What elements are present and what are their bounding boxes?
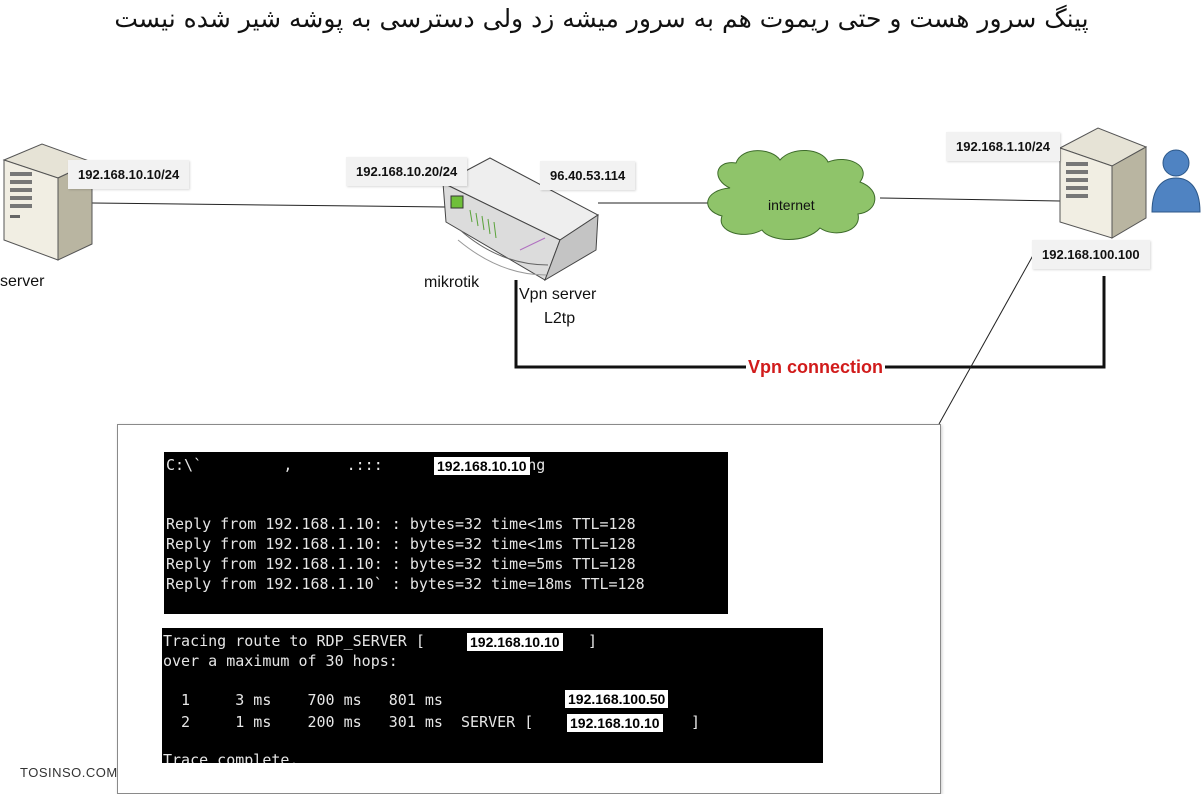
- ping-terminal: C:\` , .::: ::.>ping 192.168.10.10 Reply…: [164, 452, 728, 614]
- client-ip-label: 192.168.1.10/24: [946, 132, 1060, 161]
- ping-reply-4: Reply from 192.168.1.10` : bytes=32 time…: [166, 575, 645, 593]
- trace-hop-2: 2 1 ms 200 ms 301 ms SERVER [: [163, 713, 534, 731]
- trace-hop-1: 1 3 ms 700 ms 801 ms: [163, 691, 443, 709]
- link-internet-client: [879, 197, 1061, 202]
- client-pc-icon: [1058, 127, 1148, 239]
- page-title: پینگ سرور هست و حتی ریموت هم به سرور میش…: [114, 4, 1089, 33]
- cloud-icon: [707, 150, 876, 240]
- client-vpn-ip-label: 192.168.100.100: [1032, 240, 1150, 269]
- trace-footer: Trace complete.: [163, 751, 299, 763]
- terminal-screenshots-panel: C:\` , .::: ::.>ping 192.168.10.10 Reply…: [117, 424, 941, 794]
- tracert-terminal: Tracing route to RDP_SERVER [ 192.168.10…: [162, 628, 823, 763]
- ping-reply-1: Reply from 192.168.1.10: : bytes=32 time…: [166, 515, 636, 533]
- mikrotik-label: mikrotik: [424, 274, 480, 291]
- vpn-tunnel-line: [514, 276, 1106, 369]
- router-icon: [441, 157, 599, 282]
- callout-line: [938, 249, 1037, 425]
- ping-reply-2: Reply from 192.168.1.10: : bytes=32 time…: [166, 535, 636, 553]
- vpn-connection-label: Vpn connection: [746, 357, 885, 378]
- trace-hop-2-ip: 192.168.10.10: [567, 714, 663, 732]
- mikrotik-lan-ip-label: 192.168.10.20/24: [346, 157, 468, 186]
- ping-reply-3: Reply from 192.168.1.10: : bytes=32 time…: [166, 555, 636, 573]
- trace-line-1-end: ]: [588, 632, 598, 650]
- server-ip-label: 192.168.10.10/24: [68, 160, 190, 189]
- internet-label: internet: [768, 197, 815, 213]
- trace-hop-1-ip: 192.168.100.50: [565, 690, 669, 708]
- trace-target-ip: 192.168.10.10: [467, 633, 563, 651]
- watermark: TOSINSO.COM: [20, 765, 118, 780]
- trace-hop-2-end: ]: [691, 713, 701, 731]
- mikrotik-wan-ip-label: 96.40.53.114: [540, 161, 636, 190]
- user-icon: [1151, 149, 1201, 213]
- ping-target-ip: 192.168.10.10: [434, 457, 530, 475]
- link-server-mikrotik: [91, 202, 446, 208]
- l2tp-label: L2tp: [544, 310, 576, 327]
- server-label: server: [0, 273, 45, 290]
- vpn-server-label: Vpn server: [519, 286, 597, 303]
- trace-line-1: Tracing route to RDP_SERVER [: [163, 632, 425, 650]
- cropped-line: [164, 492, 728, 500]
- trace-line-2: over a maximum of 30 hops:: [163, 652, 398, 670]
